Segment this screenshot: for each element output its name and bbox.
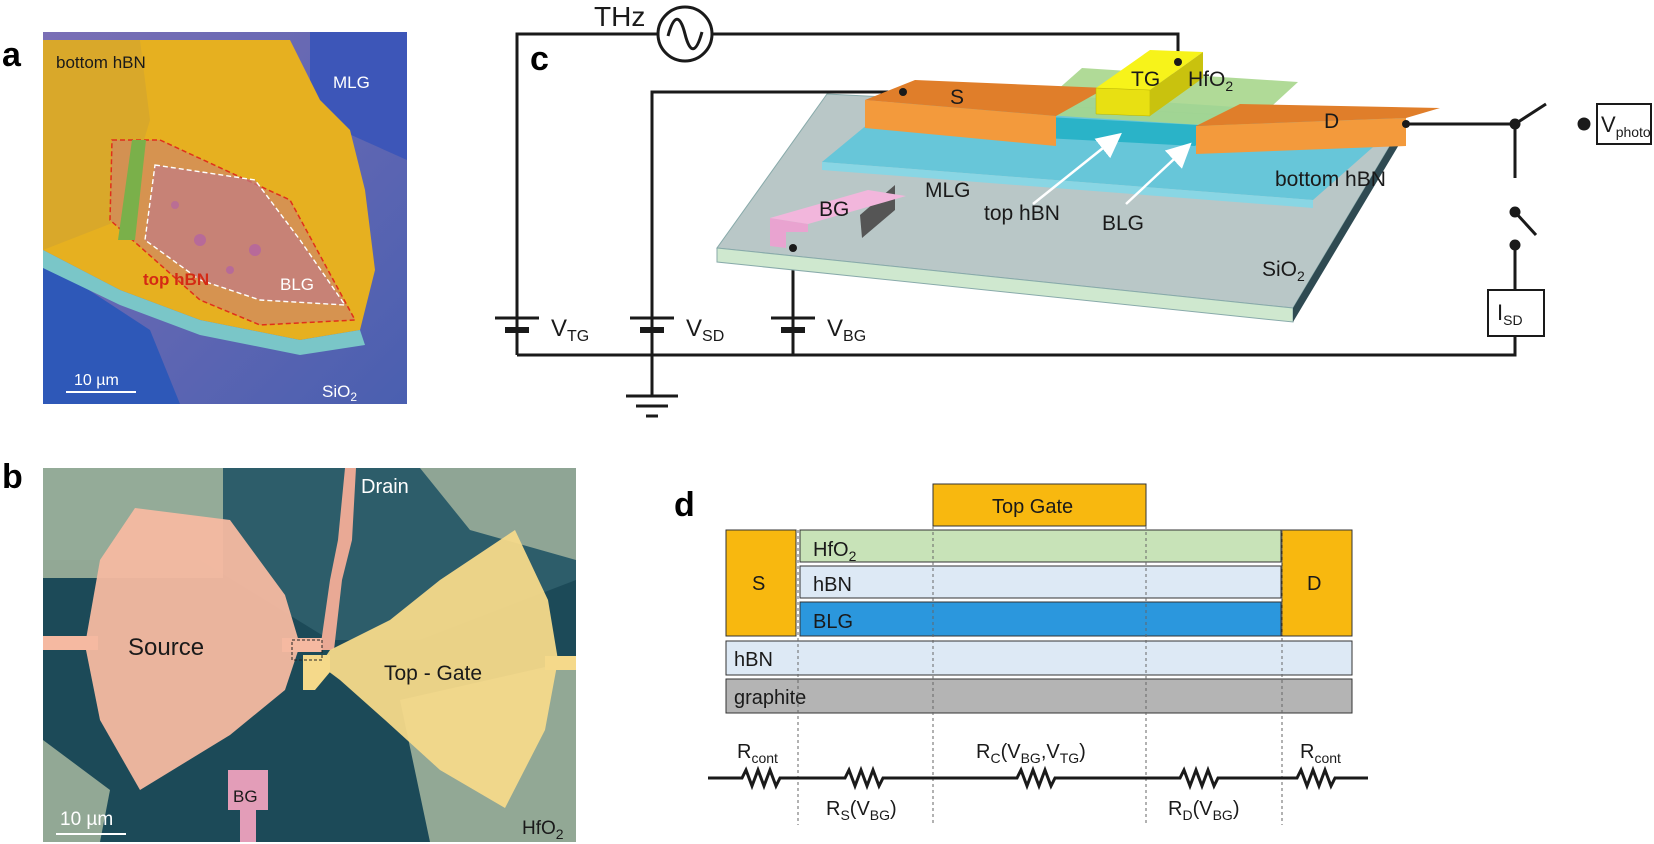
label-d-rs: RS(VBG) [826,798,897,823]
label-d-hfo2: HfO2 [813,539,857,564]
label-b-top-gate: Top - Gate [384,662,482,685]
switch-vphoto [1509,102,1591,131]
label-c-vsd: VSD [686,315,724,345]
battery-vbg [771,316,815,333]
ground-symbol [626,394,678,418]
panel-a-micrograph [43,32,407,404]
label-c-sio2: SiO2 [1262,258,1305,284]
resistor-chain [708,765,1368,791]
label-c-top-hbn: top hBN [984,202,1060,225]
label-d-d: D [1307,573,1321,595]
label-b-drain: Drain [361,476,409,498]
panel-d-cross-section [725,483,1353,714]
panel-d-dividers [797,526,1283,825]
label-a-mlg: MLG [333,73,370,92]
isd-box [1487,289,1545,337]
label-b-hfo2: HfO2 [522,818,564,842]
label-c-hfo2: HfO2 [1188,68,1233,94]
switch-isd [1509,206,1538,251]
label-d-r-cont-left: Rcont [737,741,778,766]
vphoto-box [1596,103,1652,145]
panel-label-c: c [530,40,549,78]
label-c-d: D [1324,110,1339,133]
label-c-vbg: VBG [827,315,866,345]
battery-vtg [495,316,539,333]
panel-c-device-3d [716,50,1440,323]
label-a-top-hbn: top hBN [143,270,209,289]
label-c-s: S [950,86,964,109]
label-c-mlg: MLG [925,179,971,202]
label-d-rc: RC(VBG,VTG) [976,741,1086,766]
label-d-blg: BLG [813,611,853,633]
label-c-isd: ISD [1497,300,1523,328]
label-d-top-gate: Top Gate [992,496,1073,518]
label-d-graphite: graphite [734,687,806,709]
label-d-rd: RD(VBG) [1168,798,1239,823]
thz-source [656,5,714,63]
label-b-scalebar: 10 µm [60,809,113,830]
label-d-hbn-top: hBN [813,574,852,596]
label-c-vphoto: Vphoto [1601,112,1651,140]
battery-vsd [630,316,674,333]
label-d-s: S [752,573,765,595]
label-c-thz: THz [594,1,645,32]
panel-label-a: a [2,36,21,74]
label-c-bg: BG [819,198,849,221]
label-c-blg: BLG [1102,212,1144,235]
label-c-bottom-hbn: bottom hBN [1275,168,1386,191]
panel-label-d: d [674,486,695,524]
label-a-sio2: SiO2 [322,382,357,404]
panel-label-b: b [2,458,23,496]
label-d-hbn-bottom: hBN [734,649,773,671]
label-c-tg: TG [1131,68,1160,91]
label-a-bottom-hbn: bottom hBN [56,53,146,72]
label-b-bg: BG [233,787,258,806]
label-c-vtg: VTG [551,315,589,345]
label-b-source: Source [128,634,204,661]
label-a-blg: BLG [280,275,314,294]
label-d-r-cont-right: Rcont [1300,741,1341,766]
panel-b-sem [43,468,576,842]
label-a-scalebar: 10 µm [74,372,119,389]
